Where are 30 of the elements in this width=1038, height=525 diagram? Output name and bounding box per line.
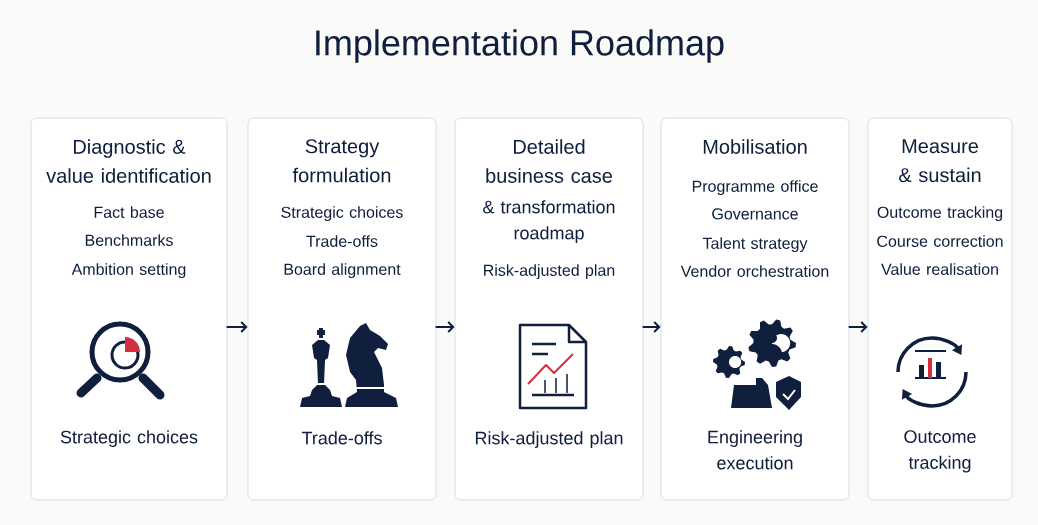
card-heading: Mobilisation [703,139,807,154]
arrow [226,321,248,333]
title: Implementation Roadmap [316,29,724,63]
card-heading: Diagnostic & value identification [46,139,211,183]
card-caption: Trade-offs [301,431,382,445]
card-heading: Detailed business case [486,139,612,183]
list-item: Programme office [692,180,818,196]
list-item: Vendor orchestration [680,265,829,277]
list-item: Ambition setting [71,263,186,279]
list-item: Governance [712,208,798,220]
card-caption: Strategic choices [60,430,198,447]
list-item: Value realisation [881,263,998,275]
list-item: Fact base [94,206,164,218]
list-item: Outcome tracking [877,206,1003,222]
list-item: & transformation roadmap [483,200,615,243]
arrow [848,321,868,333]
card-heading: Measure & sustain [899,139,981,183]
list-item: Benchmarks [85,234,173,246]
arrow [642,321,661,333]
list-item: Trade-offs [306,235,378,247]
list-item: Risk-adjusted plan [484,264,615,280]
card-caption: Risk-adjusted plan [475,431,623,448]
list-item: Board alignment [284,263,401,279]
card-caption: Outcome tracking [904,430,976,473]
card-heading: Strategy formulation [292,139,391,183]
card-caption: Engineering execution [708,430,802,470]
list-item: Strategic choices [281,206,403,222]
list-item: Course correction [877,235,1003,247]
arrow [435,321,455,333]
list-item: Talent strategy [702,237,808,253]
